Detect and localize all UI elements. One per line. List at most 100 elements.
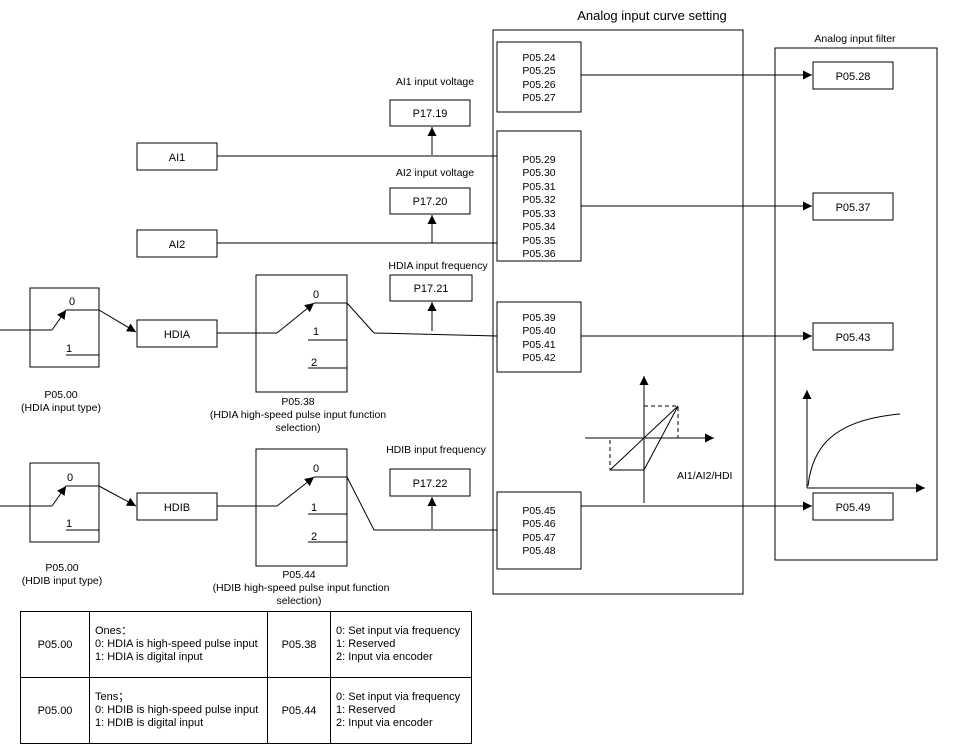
hdia-type-to-hdia-arrow — [98, 309, 137, 333]
monitor-hdia-box — [389, 274, 473, 302]
hdia-type-caption: (HDIA input type) — [21, 402, 101, 414]
hdib-input-box — [136, 492, 218, 521]
hdib-func-pos0: 0 — [313, 463, 319, 475]
table-desc-cell: 0: Set input via frequency 1: Reserved 2… — [330, 677, 472, 744]
ai1-voltage-label: AI1 input voltage — [396, 76, 474, 88]
curve-hdia-param: P05.41 — [522, 339, 555, 351]
table-row: P05.00 Ones： 0: HDIA is high-speed pulse… — [20, 611, 472, 678]
curve-ai1-param: P05.27 — [522, 92, 555, 104]
filter-ai2-box — [812, 192, 894, 221]
hdib-type-to-hdib-arrow — [98, 485, 137, 507]
hdib-type-switch-box — [29, 462, 100, 543]
filter-panel — [774, 47, 938, 561]
table-desc-line: 1: HDIA is digital input — [95, 651, 203, 663]
monitor-ai2-param: P17.20 — [413, 196, 448, 208]
curve-graph — [585, 376, 714, 503]
monitor-ai2-box — [389, 187, 471, 215]
hdib-type-caption: (HDIB input type) — [22, 575, 103, 587]
monitor-hdib-box — [389, 468, 471, 497]
curve-hdib-param: P05.48 — [522, 545, 555, 557]
hdia-frequency-label: HDIA input frequency — [388, 260, 488, 272]
curve-ai2-param: P05.30 — [522, 167, 555, 179]
table-desc-line: 1: HDIB is digital input — [95, 717, 204, 729]
table-desc-line: Tens； — [95, 691, 130, 703]
curve-group-ai2-box — [496, 130, 582, 262]
diagram-title: Analog input curve setting — [577, 8, 727, 23]
curve-ai2-param: P05.36 — [522, 248, 555, 260]
hdib-signal-line — [346, 476, 497, 531]
table-param-cell: P05.00 — [20, 677, 90, 744]
filter-ai2-param: P05.37 — [836, 202, 871, 214]
table-desc-cell: 0: Set input via frequency 1: Reserved 2… — [330, 611, 472, 678]
curve-hdib-param: P05.47 — [522, 532, 555, 544]
filter-ai1-param: P05.28 — [836, 71, 871, 83]
monitor-ai1-param: P17.19 — [413, 108, 448, 120]
hdib-input-label: HDIB — [164, 502, 190, 514]
hdib-func-switch-arm — [276, 476, 315, 507]
curve-hdia-param: P05.39 — [522, 312, 555, 324]
hdia-input-label: HDIA — [164, 329, 191, 341]
hdia-func-caption-1: (HDIA high-speed pulse input function — [210, 409, 386, 421]
hdia-input-box — [136, 319, 218, 348]
hdib-func-caption-1: (HDIB high-speed pulse input function — [213, 582, 390, 594]
ai2-voltage-label: AI2 input voltage — [396, 167, 474, 179]
curve-ai1-param: P05.25 — [522, 65, 555, 77]
table-desc-line: 0: HDIA is high-speed pulse input — [95, 638, 258, 650]
hdib-func-param: P05.44 — [282, 569, 315, 581]
filter-hdib-param: P05.49 — [836, 502, 871, 514]
curve-ai2-param: P05.34 — [522, 221, 555, 233]
table-desc-line: 1: Reserved — [336, 638, 396, 650]
table-desc-line: 2: Input via encoder — [336, 651, 433, 663]
curve-group-ai1-box — [496, 41, 582, 113]
table-desc-line: 1: Reserved — [336, 704, 396, 716]
hdia-func-switch-arm — [276, 302, 315, 334]
hdia-type-switch-box — [29, 287, 100, 368]
curve-group-hdib-box — [496, 491, 582, 570]
parameter-table: P05.00 Ones： 0: HDIA is high-speed pulse… — [20, 611, 472, 744]
table-desc-line: 0: HDIB is high-speed pulse input — [95, 704, 259, 716]
hdia-func-caption-2: selection) — [276, 422, 321, 434]
curve-ai1-param: P05.26 — [522, 79, 555, 91]
curve-hdia-param: P05.40 — [522, 325, 555, 337]
ai1-input-label: AI1 — [169, 152, 186, 164]
hdib-frequency-label: HDIB input frequency — [386, 444, 487, 456]
monitor-hdib-param: P17.22 — [413, 478, 448, 490]
table-param-cell: P05.38 — [267, 611, 331, 678]
filter-response-graph — [802, 390, 925, 493]
table-desc-line: 0: Set input via frequency — [336, 625, 461, 637]
table-desc-cell: Ones： 0: HDIA is high-speed pulse input … — [89, 611, 268, 678]
hdia-type-pos1: 1 — [66, 343, 72, 355]
hdia-type-param: P05.00 — [44, 389, 77, 401]
filter-hdia-box — [812, 322, 894, 351]
ai1-input-box — [136, 142, 218, 171]
table-row: P05.00 Tens； 0: HDIB is high-speed pulse… — [20, 677, 472, 744]
table-desc-line: 0: Set input via frequency — [336, 691, 461, 703]
hdib-type-pos0: 0 — [67, 472, 73, 484]
curve-ai2-param: P05.29 — [522, 154, 555, 166]
hdia-func-pos0: 0 — [313, 289, 319, 301]
filter-title: Analog input filter — [814, 33, 896, 45]
filter-ai1-box — [812, 61, 894, 90]
curve-ai1-param: P05.24 — [522, 52, 555, 64]
curve-hdib-param: P05.45 — [522, 505, 555, 517]
curve-graph-label: AI1/AI2/HDI — [677, 470, 732, 482]
curve-ai2-param: P05.35 — [522, 235, 555, 247]
table-desc-line: Ones： — [95, 625, 133, 637]
hdia-type-pos0: 0 — [69, 296, 75, 308]
hdia-signal-line — [346, 302, 498, 337]
ai2-input-box — [136, 229, 218, 258]
monitor-ai1-box — [389, 99, 471, 127]
hdia-func-pos2: 2 — [311, 357, 317, 369]
hdia-type-switch-arm — [51, 309, 67, 331]
table-param-cell: P05.00 — [20, 611, 90, 678]
curve-hdib-param: P05.46 — [522, 518, 555, 530]
curve-group-hdia-box — [496, 301, 582, 373]
curve-ai2-param: P05.33 — [522, 208, 555, 220]
hdia-func-pos1: 1 — [313, 326, 319, 338]
monitor-hdia-param: P17.21 — [414, 283, 449, 295]
hdib-func-switch-box — [255, 448, 348, 567]
hdib-type-pos1: 1 — [66, 518, 72, 530]
curve-ai2-param: P05.31 — [522, 181, 555, 193]
filter-hdia-param: P05.43 — [836, 332, 871, 344]
table-param-cell: P05.44 — [267, 677, 331, 744]
